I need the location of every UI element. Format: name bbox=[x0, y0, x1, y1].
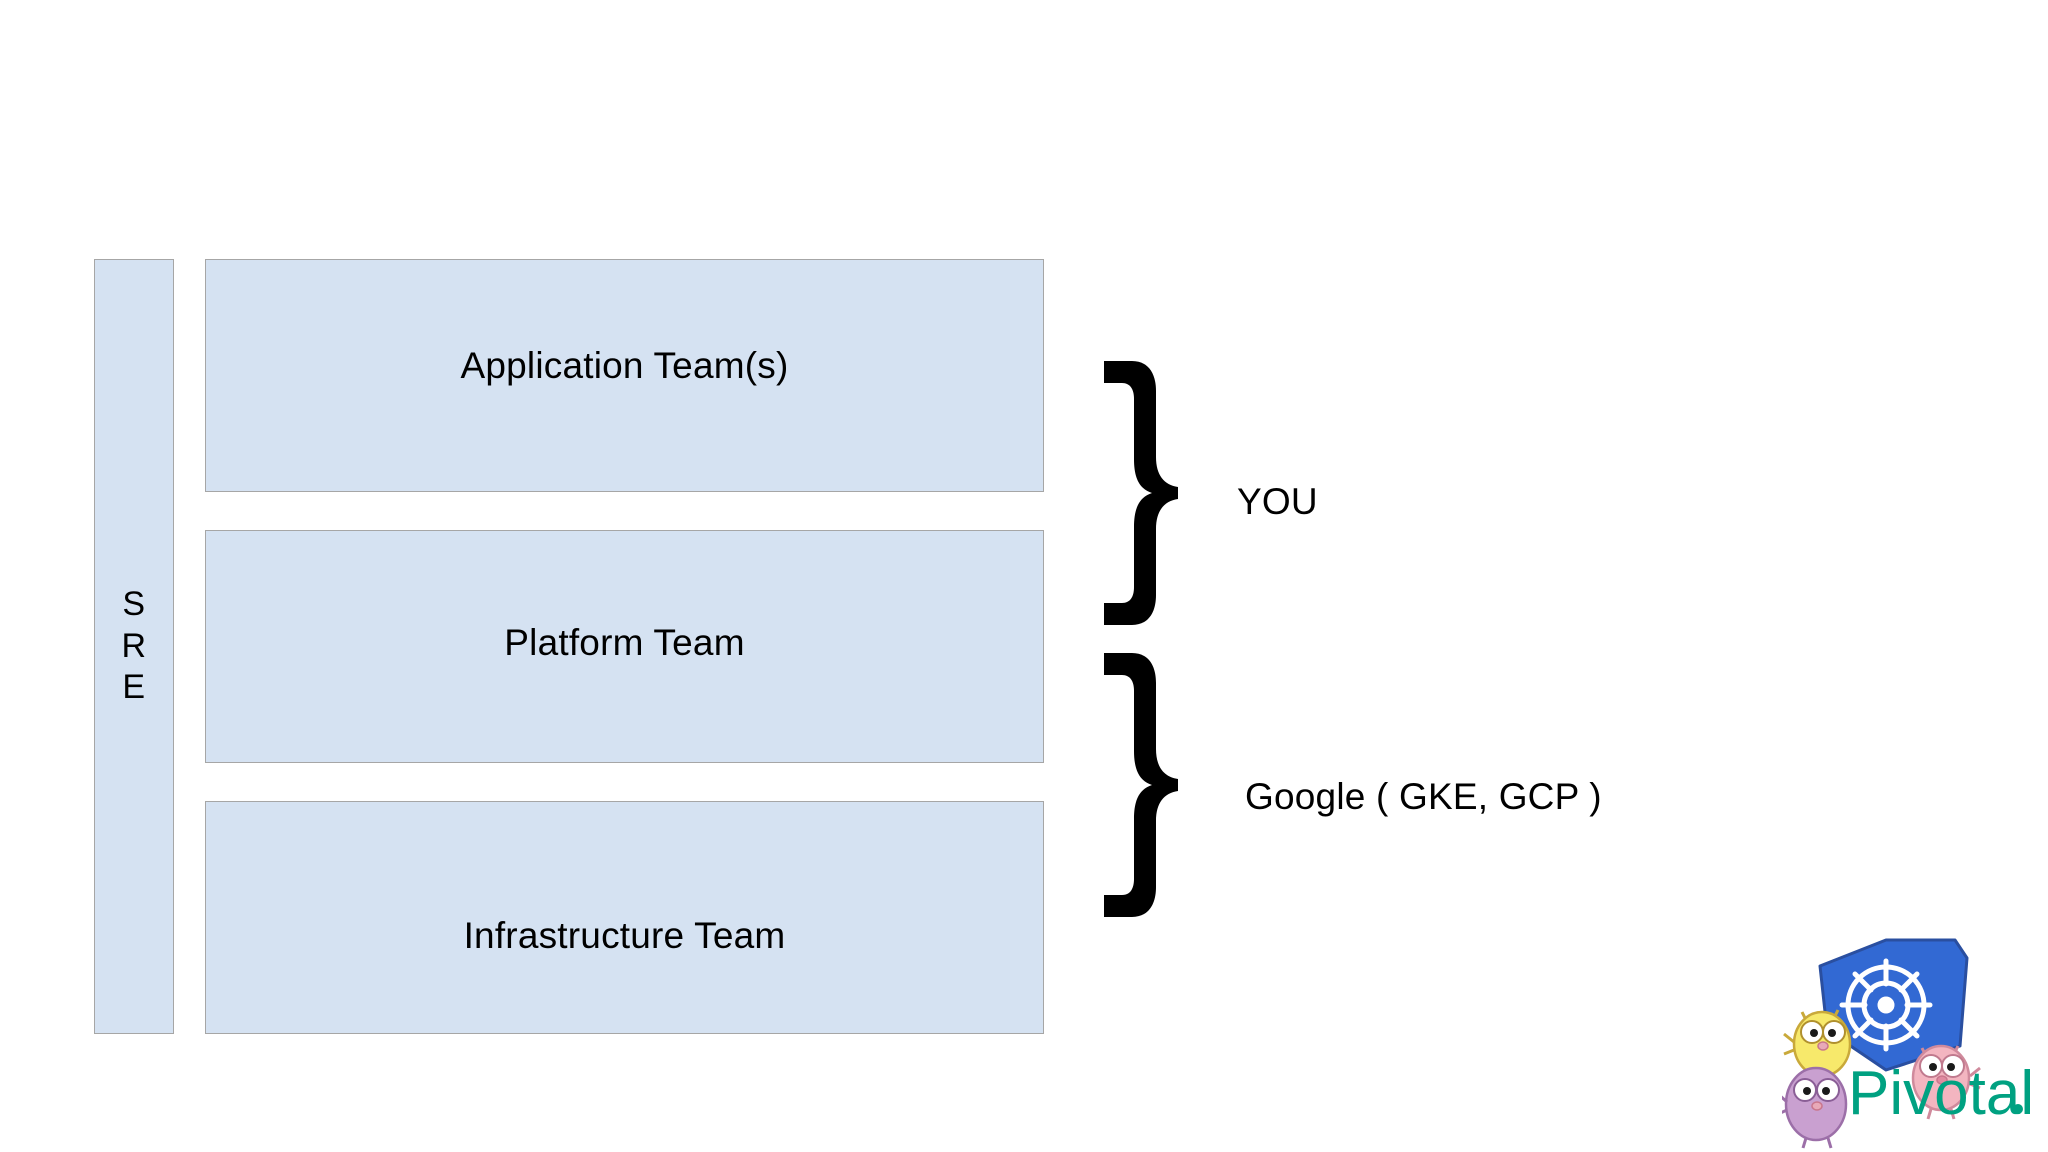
sre-letter-r: R bbox=[121, 626, 147, 665]
curly-brace-right-icon-you bbox=[1104, 361, 1184, 625]
sre-column-label: S R E bbox=[121, 584, 146, 708]
brace-label-google: Google ( GKE, GCP ) bbox=[1245, 776, 1602, 817]
svg-text:Pivotal: Pivotal bbox=[1848, 1059, 2034, 1128]
kubernetes-helm-wheel-icon bbox=[1818, 938, 1969, 1072]
team-box-platform-label: Platform Team bbox=[504, 621, 745, 663]
team-box-infrastructure[interactable]: Infrastructure Team bbox=[205, 801, 1044, 1034]
pivotal-kubernetes-logo: Pivotal bbox=[1782, 918, 2048, 1152]
pivotal-wordmark: Pivotal bbox=[1848, 1059, 2034, 1128]
sre-letter-s: S bbox=[122, 585, 146, 624]
team-box-application[interactable]: Application Team(s) bbox=[205, 259, 1044, 492]
team-box-infrastructure-label: Infrastructure Team bbox=[463, 914, 786, 956]
gopher-icon-purple bbox=[1782, 1066, 1848, 1149]
brace-label-you: YOU bbox=[1237, 481, 1318, 522]
gopher-icon-pink bbox=[1911, 1044, 1981, 1120]
team-box-platform[interactable]: Platform Team bbox=[205, 530, 1044, 763]
sre-letter-e: E bbox=[122, 668, 146, 707]
sre-column[interactable]: S R E bbox=[94, 259, 174, 1034]
curly-brace-right-icon-google bbox=[1104, 653, 1184, 917]
team-box-application-label: Application Team(s) bbox=[460, 344, 789, 386]
